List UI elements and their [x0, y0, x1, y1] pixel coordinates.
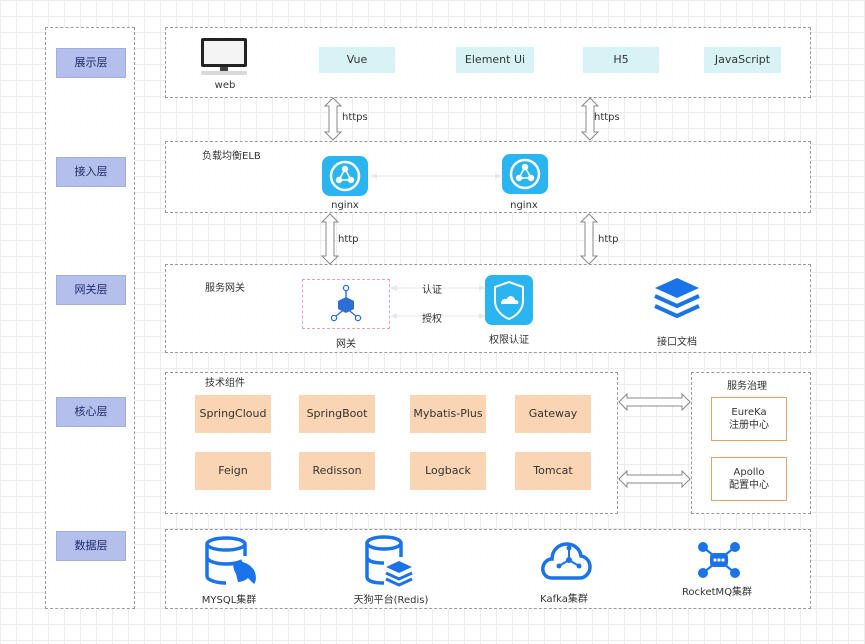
layer-label-access: 接入层: [56, 157, 126, 187]
kafka-cloud-icon: [541, 542, 592, 580]
layer-label-gateway: 网关层: [56, 275, 126, 305]
core-layer-box: [165, 372, 618, 514]
layer-label-presentation: 展示层: [56, 48, 126, 78]
governance-title: 服务治理: [727, 381, 767, 392]
nginx-right-label: nginx: [510, 200, 538, 211]
nginx-left-icon: [322, 156, 368, 196]
component-springcloud: SpringCloud: [195, 395, 271, 433]
layer-label-core: 核心层: [56, 397, 126, 427]
tech-chip-element-ui: Element Ui: [456, 47, 534, 73]
core-title: 技术组件: [205, 378, 245, 389]
redis-database-icon: [365, 535, 413, 587]
component-springboot: SpringBoot: [299, 395, 375, 433]
apollo-desc: 配置中心: [729, 480, 769, 491]
mysql-label: MYSQL集群: [201, 595, 257, 606]
redis-label: 天狗平台(Redis): [353, 595, 429, 606]
http-label-right: http: [598, 234, 619, 245]
auth-label: 认证: [422, 285, 442, 296]
http-label-left: http: [338, 234, 359, 245]
tech-chip-javascript: JavaScript: [704, 47, 781, 73]
gateway-node: [302, 279, 390, 329]
tech-chip-vue: Vue: [319, 47, 395, 73]
access-title: 负载均衡ELB: [202, 151, 261, 162]
eureka-desc: 注册中心: [729, 420, 769, 431]
permission-label: 权限认证: [489, 335, 529, 346]
component-logback: Logback: [410, 452, 486, 490]
https-label-left: https: [342, 112, 368, 123]
component-gateway: Gateway: [515, 395, 591, 433]
access-layer-box: [165, 141, 811, 213]
component-feign: Feign: [195, 452, 271, 490]
monitor-icon: [201, 38, 247, 75]
tech-chip-h5: H5: [583, 47, 659, 73]
rocketmq-network-icon: [698, 542, 740, 578]
rocketmq-label: RocketMQ集群: [681, 587, 753, 598]
web-label: web: [214, 80, 236, 91]
mysql-database-icon: [205, 536, 256, 585]
authorize-label: 授权: [422, 314, 442, 325]
layer-label-data: 数据层: [56, 531, 126, 561]
component-mybatis-plus: Mybatis-Plus: [410, 395, 486, 433]
gateway-title: 服务网关: [205, 283, 245, 294]
gateway-icon: [330, 284, 362, 322]
nginx-right-icon: [502, 154, 548, 194]
https-label-right: https: [594, 112, 620, 123]
layers-column: [45, 27, 135, 609]
shield-icon: [485, 275, 533, 325]
eureka-box: EureKa 注册中心: [711, 397, 787, 441]
apollo-box: Apollo 配置中心: [711, 457, 787, 501]
apollo-name: Apollo: [733, 466, 765, 478]
component-tomcat: Tomcat: [515, 452, 591, 490]
layers-stack-icon: [654, 278, 700, 318]
gateway-label: 网关: [336, 339, 356, 350]
component-redisson: Redisson: [299, 452, 375, 490]
api-doc-label: 接口文档: [657, 337, 697, 348]
kafka-label: Kafka集群: [540, 594, 588, 605]
eureka-name: EureKa: [731, 406, 767, 418]
nginx-left-label: nginx: [331, 200, 359, 211]
